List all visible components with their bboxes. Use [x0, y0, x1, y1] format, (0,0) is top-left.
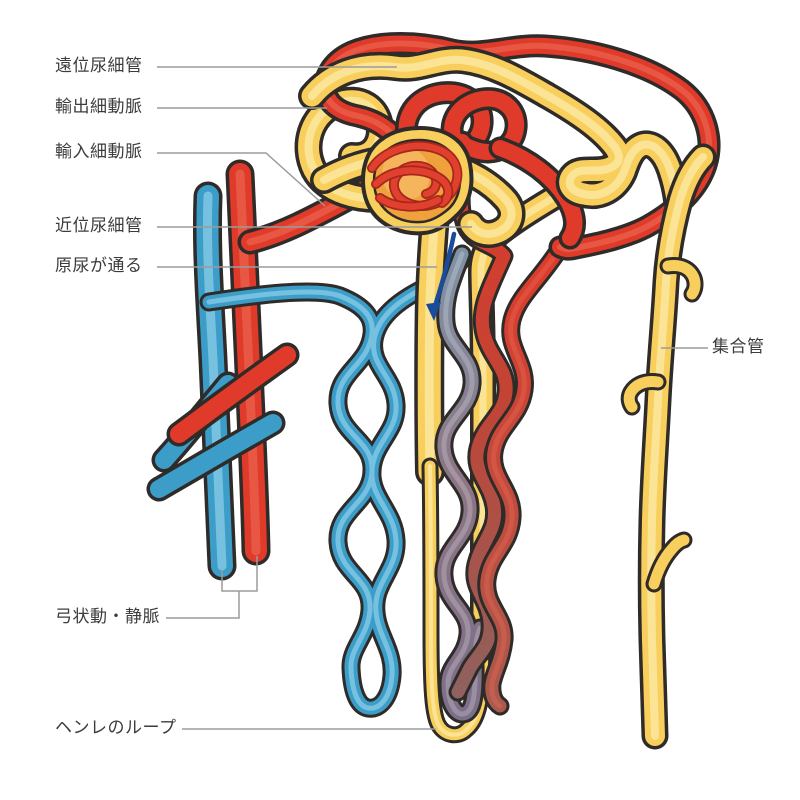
leader-lines — [157, 66, 708, 730]
label-henle-loop: ヘンレのループ — [55, 718, 177, 738]
leader-arcuate-bracket — [221, 556, 258, 592]
convoluted-tubule-tangle — [309, 44, 709, 250]
collecting-duct — [629, 157, 703, 736]
label-proximal-tubule: 近位尿細管 — [55, 216, 143, 236]
leader-arcuate-vessels — [166, 591, 240, 619]
flow-direction-arrow-icon — [426, 234, 454, 321]
label-collecting-duct: 集合管 — [712, 337, 765, 357]
leader-afferent-arteriole — [157, 152, 326, 207]
label-distal-tubule: 遠位尿細管 — [55, 56, 143, 76]
proximal-tubule-descending — [429, 200, 436, 472]
label-efferent-arteriole: 輸出細動脈 — [55, 97, 143, 117]
label-afferent-arteriole: 輸入細動脈 — [55, 142, 143, 162]
bowmans-capsule — [361, 125, 474, 236]
label-primary-urine: 原尿が通る — [55, 256, 143, 276]
label-arcuate-vessels: 弓状動・静脈 — [55, 607, 160, 627]
